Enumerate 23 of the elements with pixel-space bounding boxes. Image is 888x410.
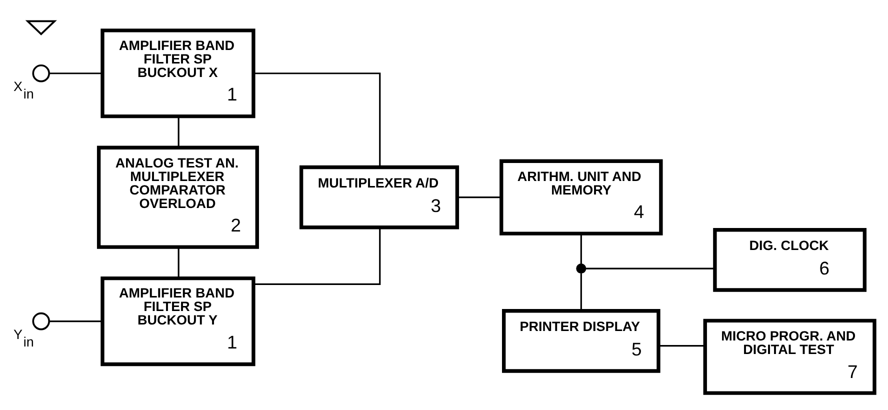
node-box: PRINTER DISPLAY 5 [502, 309, 660, 373]
node-box: ARITHM. UNIT AND MEMORY 4 [500, 159, 663, 236]
node-ground [25, 20, 57, 36]
node-dot [576, 263, 586, 274]
connector [178, 247, 180, 278]
connector [254, 72, 381, 167]
connector [49, 320, 102, 322]
node-box: AMPLIFIER BAND FILTER SP BUCKOUT Y 1 [100, 276, 256, 366]
connector [254, 228, 381, 285]
connector [49, 72, 102, 74]
connector [658, 345, 706, 347]
node-box: ANALOG TEST AN. MULTIPLEXER COMPARATOR OVERLOAD 2 [96, 146, 259, 249]
node-circle [32, 312, 50, 330]
connector [580, 234, 582, 264]
node-box: MULTIPLEXER A/D 3 [299, 165, 460, 230]
node-circle [32, 64, 50, 82]
connector [178, 116, 180, 148]
node-box: MICRO PROGR. AND DIGITAL TEST 7 [703, 318, 876, 395]
node-box: DIG. CLOCK 6 [713, 228, 866, 292]
connector [586, 268, 715, 270]
connector [457, 196, 502, 198]
connector [580, 273, 582, 311]
node-box: AMPLIFIER BAND FILTER SP BUCKOUT X 1 [100, 28, 256, 118]
